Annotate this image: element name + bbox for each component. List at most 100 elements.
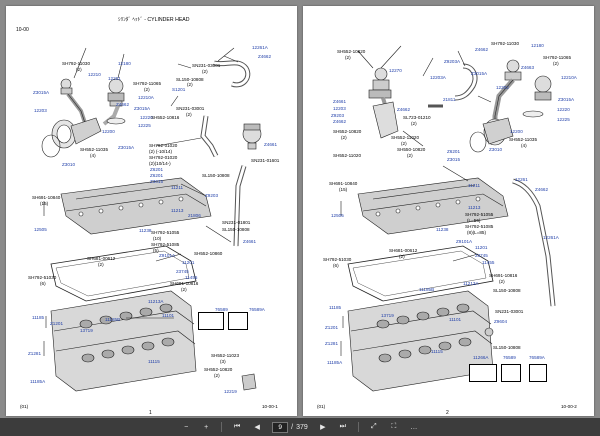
part-label[interactable]: 76589	[503, 355, 516, 360]
part-label[interactable]: 12180	[531, 43, 544, 48]
part-label[interactable]: 11101	[449, 317, 462, 322]
part-label[interactable]: Z3015	[447, 157, 461, 162]
part-label[interactable]: SH691-10816	[170, 281, 199, 286]
part-label[interactable]: SH552-11020	[391, 135, 420, 140]
part-label[interactable]: 11213	[468, 205, 481, 210]
part-label[interactable]: 11455	[482, 260, 495, 265]
part-label[interactable]: 12200	[102, 129, 115, 134]
part-label[interactable]: SH792-51085	[465, 224, 494, 229]
fit-page-icon[interactable]: ⤢	[371, 423, 377, 430]
part-label[interactable]: Z1281	[28, 351, 42, 356]
part-label[interactable]: SH552-11020	[333, 153, 362, 158]
part-label[interactable]: Z3010	[62, 162, 76, 167]
part-label[interactable]: 12202	[496, 85, 509, 90]
part-label[interactable]: SN231-01601	[251, 158, 280, 163]
part-label[interactable]: 12219	[224, 389, 237, 394]
part-label[interactable]: 11213A	[148, 299, 164, 304]
part-label[interactable]: SH691-10816	[489, 273, 518, 278]
part-label[interactable]: SH552-10820	[333, 129, 362, 134]
part-label[interactable]: 11185A	[30, 379, 46, 384]
part-label[interactable]: SL150-10808	[222, 227, 250, 232]
prev-page-button[interactable]: ◀	[254, 424, 260, 431]
part-label[interactable]: Z9203	[205, 193, 219, 198]
part-label[interactable]: 12505	[331, 213, 344, 218]
part-label[interactable]: 11115	[148, 359, 160, 364]
part-label[interactable]: Z3015	[150, 179, 164, 184]
part-label[interactable]: SH552-10860	[194, 251, 223, 256]
part-label[interactable]: SH691-10840	[32, 195, 61, 200]
part-label[interactable]: 12200	[510, 129, 523, 134]
part-label[interactable]: SH792-11065	[133, 81, 162, 86]
part-label[interactable]: 12220	[140, 115, 153, 120]
part-label[interactable]: 12180	[118, 61, 131, 66]
part-label[interactable]: 12203A	[430, 75, 446, 80]
fullscreen-icon[interactable]: ⛶	[391, 423, 397, 430]
part-label[interactable]: 11185	[32, 315, 45, 320]
part-label[interactable]: 76589	[215, 307, 228, 312]
part-label[interactable]: SH792-01020	[149, 143, 178, 148]
part-label[interactable]: Z4661	[264, 142, 278, 147]
part-label[interactable]: SH792-01020	[149, 155, 178, 160]
part-label[interactable]: Z4662	[116, 102, 130, 107]
part-label[interactable]: 11201	[475, 245, 488, 250]
part-label[interactable]: SH792-11030	[62, 61, 91, 66]
part-label[interactable]: 13719	[381, 313, 394, 318]
part-label[interactable]: SH552-10820	[337, 49, 366, 54]
part-label[interactable]: 13719	[80, 328, 93, 333]
part-label[interactable]: SL150-10808	[202, 173, 230, 178]
part-label[interactable]: Z6201	[150, 173, 164, 178]
part-label[interactable]: SL723-01210	[403, 115, 431, 120]
part-label[interactable]: S1201	[172, 87, 186, 92]
part-label[interactable]: Z9604	[494, 319, 508, 324]
part-label[interactable]: SH681-00612	[389, 248, 418, 253]
page-number-input[interactable]	[272, 421, 289, 433]
part-label[interactable]: 12261A	[543, 235, 559, 240]
part-label[interactable]: SN231-03001	[192, 63, 221, 68]
part-label[interactable]: Z1281	[325, 341, 339, 346]
part-label[interactable]: 11101	[162, 313, 175, 318]
part-label[interactable]: 11211	[468, 183, 481, 188]
part-label[interactable]: Z4663	[521, 65, 535, 70]
part-label[interactable]: Z4661	[333, 99, 347, 104]
part-label[interactable]: Z1201	[50, 321, 64, 326]
part-label[interactable]: 23745	[176, 269, 189, 274]
part-label[interactable]: Z3015A	[118, 145, 135, 150]
part-label[interactable]: 11455	[185, 275, 198, 280]
part-label[interactable]: SL150-10808	[493, 288, 521, 293]
part-label[interactable]: 23745	[475, 253, 488, 258]
part-label[interactable]: 11213A	[463, 281, 479, 286]
part-label[interactable]: 11238	[436, 227, 449, 232]
part-label[interactable]: Z1201	[325, 325, 339, 330]
part-label[interactable]: SH792-51030	[323, 257, 352, 262]
part-label[interactable]: 11115	[431, 349, 443, 354]
part-label[interactable]: 11201	[182, 260, 195, 265]
part-label[interactable]: 12210A	[138, 95, 154, 100]
part-label[interactable]: 12210A	[561, 75, 577, 80]
part-label[interactable]: 76589A	[249, 307, 265, 312]
last-page-button[interactable]: ⏭	[339, 423, 346, 430]
part-label[interactable]: SH792-11065	[543, 55, 572, 60]
part-label[interactable]: 21811	[443, 97, 456, 102]
part-label[interactable]: SH792-51030	[28, 275, 57, 280]
part-label[interactable]: SL150-10808	[493, 345, 521, 350]
part-label[interactable]: SH552-10820	[204, 367, 233, 372]
part-label[interactable]: 12203	[333, 106, 346, 111]
part-label[interactable]: Z6201	[150, 167, 164, 172]
part-label[interactable]: 12505	[34, 227, 47, 232]
part-label[interactable]: Z3015A	[33, 90, 50, 95]
part-label[interactable]: 11185A	[327, 360, 343, 365]
next-page-button[interactable]: ▶	[320, 424, 326, 431]
part-label[interactable]: SH550-10820	[397, 147, 426, 152]
part-label[interactable]: SH552-11035	[80, 147, 109, 152]
part-label[interactable]: 12261	[108, 76, 121, 81]
part-label[interactable]: SN231-01801	[222, 220, 251, 225]
part-label[interactable]: Z9101A	[456, 239, 473, 244]
part-label[interactable]: SH552-11023	[211, 353, 240, 358]
part-label[interactable]: Z4662	[535, 187, 549, 192]
part-label[interactable]: 12203	[34, 108, 47, 113]
part-label[interactable]: 76589A	[529, 355, 545, 360]
part-label[interactable]: 12261A	[252, 45, 268, 50]
part-label[interactable]: 12261	[515, 177, 528, 182]
part-label[interactable]: 12270	[389, 68, 402, 73]
part-label[interactable]: SH792-51055	[151, 230, 180, 235]
